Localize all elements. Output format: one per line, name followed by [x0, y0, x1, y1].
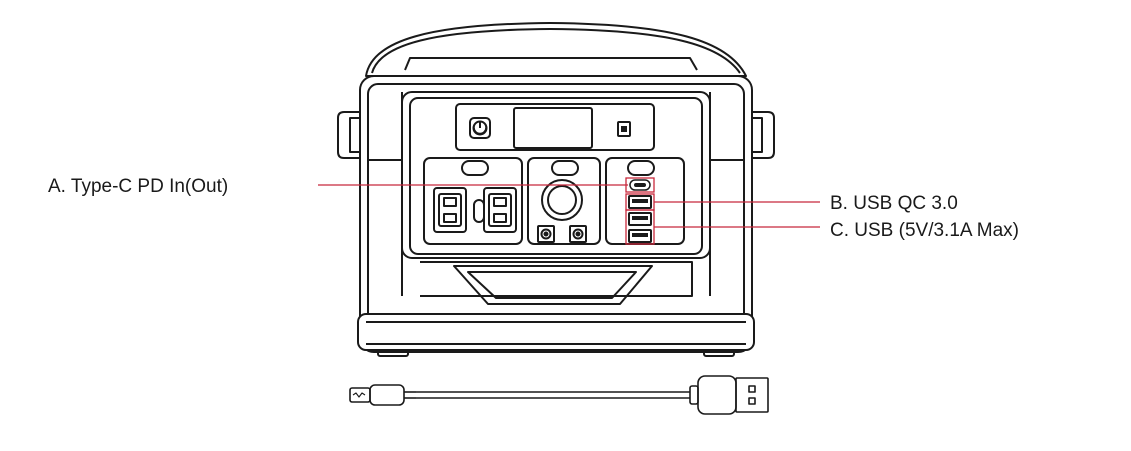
usb-qc-port: [628, 195, 652, 209]
label-usb-5v: C. USB (5V/3.1A Max): [830, 220, 1019, 241]
label-usb-qc: B. USB QC 3.0: [830, 193, 958, 214]
control-strip: [455, 103, 655, 151]
bottom-bay: [420, 261, 693, 305]
callouts: [318, 177, 820, 245]
carry-handle: [365, 22, 747, 77]
housing: [337, 75, 775, 353]
dc-port-2: [569, 225, 587, 243]
usb-c-port: [629, 179, 651, 191]
ac-outlet-2: [483, 187, 517, 233]
dc-module: [527, 157, 601, 245]
callout-a: [318, 177, 655, 193]
dc-port-1: [537, 225, 555, 243]
base: [357, 313, 755, 357]
usb-a-connector: [689, 375, 769, 415]
ac-outlet-1: [433, 187, 467, 233]
indicator-icon: [617, 121, 631, 137]
type-c-connector: [349, 384, 416, 406]
usb-a-port-2: [628, 229, 652, 243]
ac-outlet-module: [423, 157, 523, 245]
front-panel: [401, 91, 711, 259]
car-socket: [541, 179, 583, 221]
power-button[interactable]: [469, 117, 491, 139]
power-station: [337, 22, 775, 357]
label-type-c-pd: A. Type-C PD In(Out): [48, 176, 228, 197]
usb-a-port-1: [628, 212, 652, 226]
callout-c: [625, 209, 820, 245]
lcd-display: [513, 107, 593, 149]
usb-cable: [349, 375, 769, 415]
